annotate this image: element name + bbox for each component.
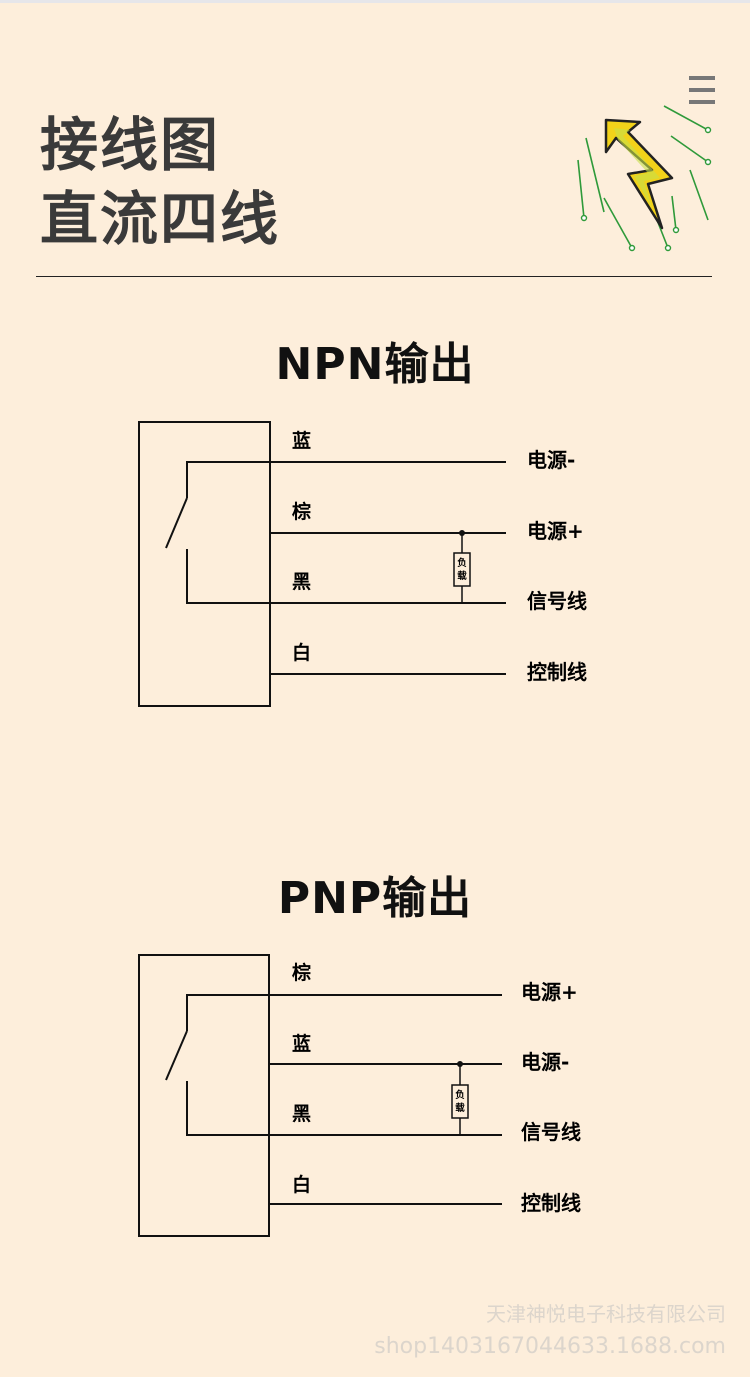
wire-1-function: 电源- (527, 448, 575, 472)
wire-2-color: 棕 (292, 500, 311, 523)
switch-contact-upper (186, 461, 270, 498)
title-line-2: 直流四线 (40, 185, 281, 253)
switch-blade (165, 1030, 188, 1081)
wire-4-color: 白 (292, 1173, 311, 1196)
page-title: 接线图 直流四线 (40, 108, 280, 256)
wire-3-color: 黑 (292, 1103, 311, 1125)
switch-contact-lower (186, 1081, 269, 1136)
load-label-1: 负 (457, 557, 467, 569)
top-strip (0, 0, 750, 3)
title-line-1: 接线图 (40, 111, 221, 179)
wire-2-color: 蓝 (292, 1032, 311, 1055)
wire-2-function: 电源- (521, 1050, 569, 1074)
sensor-body (138, 421, 271, 707)
wire-4-function: 控制线 (527, 660, 587, 684)
wire-4-color: 白 (292, 641, 311, 664)
npn-title: NPN输出 (275, 339, 475, 390)
watermark-company: 天津神悦电子科技有限公司 (486, 1302, 726, 1326)
load-label-1: 负 (455, 1089, 465, 1101)
npn-wiring-diagram: 负 载 蓝 棕 黑 白 电源- 电源+ 信号线 控制线 (0, 400, 750, 707)
sensor-body (138, 954, 270, 1237)
header-divider (36, 276, 712, 277)
watermark-shop: shop1403167044633.1688.com (374, 1334, 726, 1359)
wire-3-color: 黑 (292, 571, 311, 593)
switch-contact-lower (186, 549, 270, 604)
brand-logo-icon (577, 105, 712, 252)
wire-3-function: 信号线 (521, 1120, 581, 1144)
wire-4-function: 控制线 (521, 1191, 581, 1215)
menu-icon[interactable] (687, 74, 717, 106)
wire-1-function: 电源+ (521, 980, 578, 1004)
switch-contact-upper (186, 994, 269, 1031)
wire-1-color: 棕 (292, 961, 311, 984)
wire-3-function: 信号线 (527, 589, 587, 613)
load-label-2: 载 (455, 1102, 465, 1114)
pnp-title: PNP输出 (277, 873, 473, 924)
load-label-2: 载 (457, 570, 467, 582)
wire-1-color: 蓝 (292, 429, 311, 452)
switch-blade (165, 497, 188, 549)
pnp-wiring-diagram: 负 载 棕 蓝 黑 白 电源+ 电源- 信号线 控制线 (0, 933, 750, 1237)
wire-2-function: 电源+ (527, 519, 584, 543)
